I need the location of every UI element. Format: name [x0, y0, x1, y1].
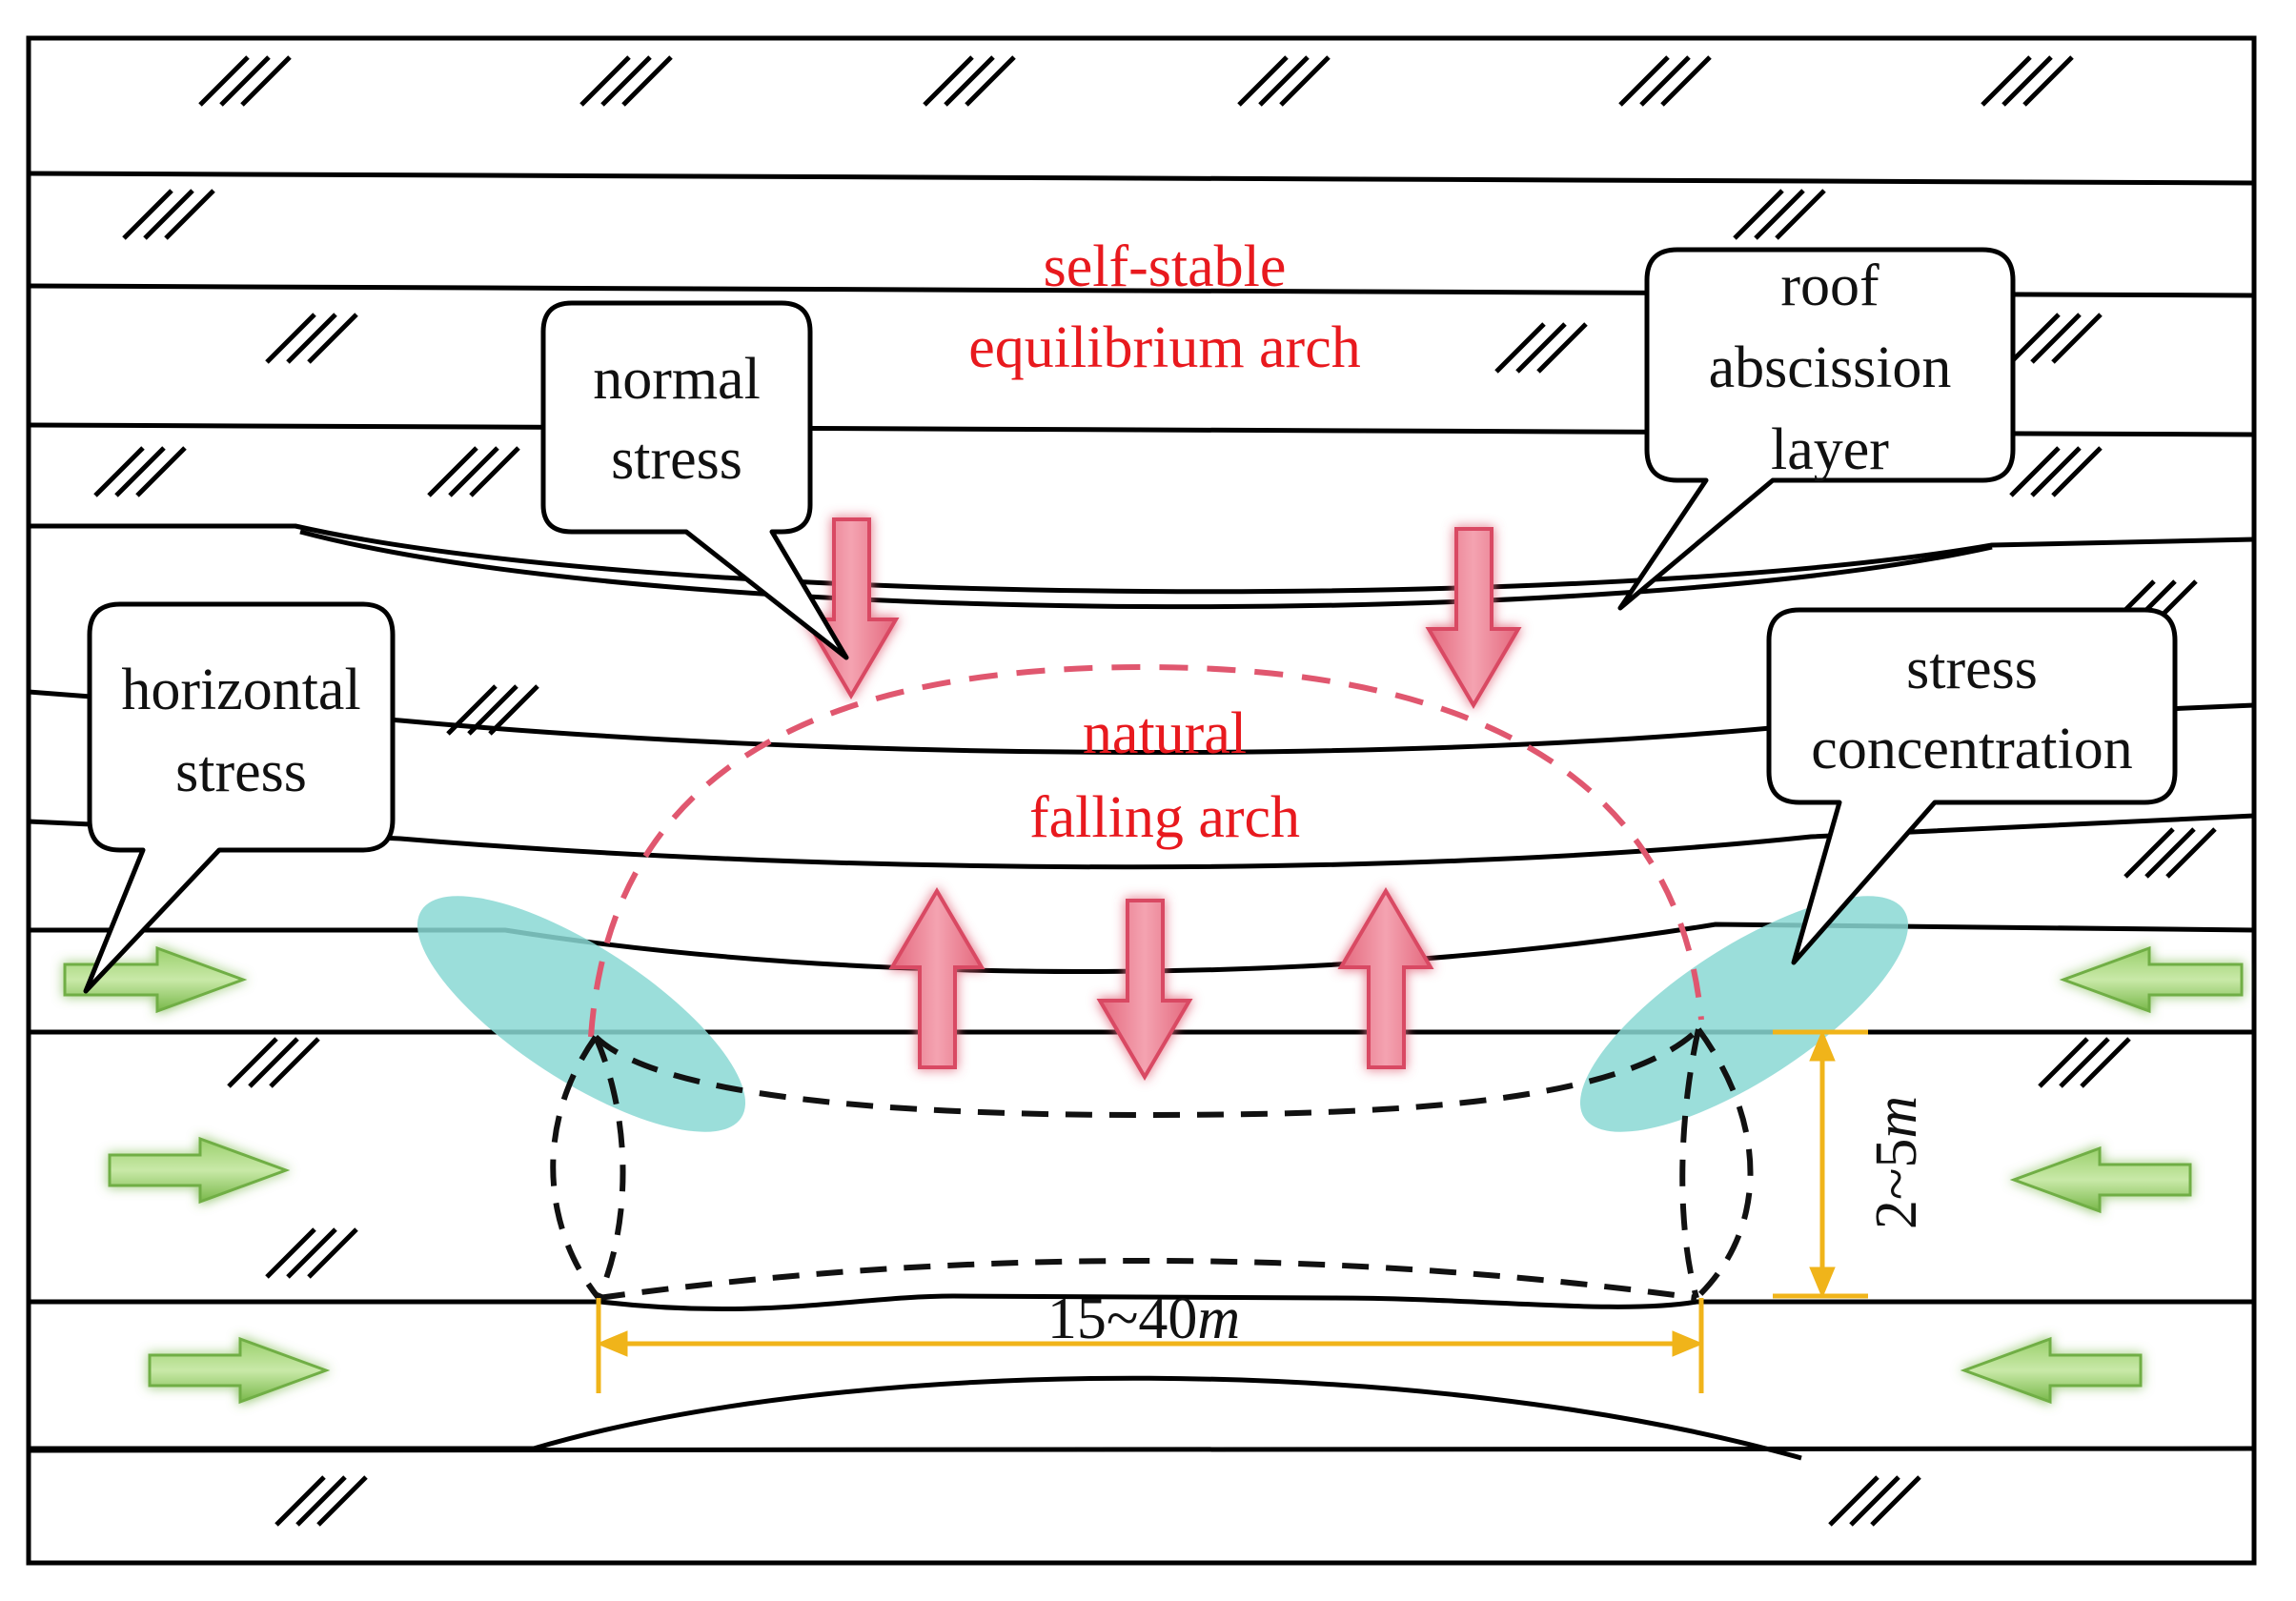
horizontal-arrow-right-3 — [1960, 1336, 2143, 1405]
height-dimension-label: 2~5m — [1864, 1096, 1929, 1229]
roof-sag-arrow-center — [1096, 899, 1193, 1081]
hatch-marks — [93, 55, 2217, 1527]
hatch-mark — [274, 1475, 368, 1527]
hatch-mark — [2009, 313, 2103, 364]
hatch-mark — [446, 684, 539, 736]
abscission-upper-curve — [299, 529, 1993, 610]
horizontal-arrow-right-1 — [2059, 945, 2244, 1014]
hatch-mark — [265, 313, 358, 364]
roof-abscission-callout — [1617, 247, 2016, 611]
horizontal-stress-label-2: stress — [175, 740, 307, 804]
hatch-mark — [579, 55, 673, 107]
roadway-right-wall-outer — [1694, 1027, 1754, 1301]
hatch-mark — [227, 1037, 320, 1088]
hatch-mark — [1733, 189, 1826, 240]
stress-concentration-zone-right — [1579, 896, 1909, 1132]
stress-concentration-label-1: stress — [1906, 637, 2038, 701]
horizontal-arrows — [63, 945, 2244, 1405]
stress-concentration-label-2: concentration — [1811, 717, 2132, 781]
natural-falling-arch — [588, 663, 1704, 1038]
hatch-mark — [122, 189, 215, 240]
natural-falling-arch-label-1: natural — [1083, 701, 1247, 766]
stratum-line-9 — [29, 1375, 1802, 1461]
height-dimension — [1773, 1029, 1868, 1299]
stress-concentration-zone-left — [417, 896, 746, 1132]
hatch-mark — [265, 1227, 358, 1279]
roadway-right-wall-inner — [1679, 1028, 1701, 1299]
stratum-line-4 — [29, 523, 2255, 595]
width-dimension — [596, 1298, 1704, 1393]
hatch-mark — [2009, 446, 2103, 497]
horizontal-arrow-left-2 — [108, 1136, 291, 1205]
normal-stress-label-2: stress — [611, 427, 742, 492]
hatch-mark — [2038, 1037, 2131, 1088]
hatch-mark — [427, 446, 520, 497]
hatch-mark — [1828, 1475, 1921, 1527]
width-dim-arrow-left — [596, 1330, 628, 1357]
sagging-strata — [28, 523, 2255, 1461]
natural-falling-arch-label-2: falling arch — [1029, 785, 1300, 850]
stratum-line-6b — [29, 922, 2255, 974]
self-stable-label-2: equilibrium arch — [968, 315, 1360, 380]
uplift-arrow-right — [1337, 887, 1434, 1069]
normal-stress-arrow-left — [803, 517, 900, 699]
stratum-line-8 — [29, 1293, 2254, 1312]
horizontal-arrow-left-3 — [148, 1336, 331, 1405]
stratum-line-5 — [28, 689, 2255, 756]
stratum-line-6 — [28, 813, 2255, 870]
stress-concentration-callout — [1766, 607, 2178, 965]
roof-abscission-label-3: layer — [1771, 417, 1889, 482]
hatch-mark — [93, 446, 187, 497]
diagram-frame — [26, 35, 2257, 1566]
hatch-mark — [198, 55, 292, 107]
uplift-arrow-left — [888, 887, 985, 1069]
hatch-mark — [1981, 55, 2074, 107]
height-dim-arrow-top — [1809, 1029, 1836, 1062]
roadway-floor-line — [598, 1258, 1697, 1301]
horizontal-arrow-left-1 — [63, 945, 248, 1014]
normal-stress-arrow-right — [1425, 527, 1522, 709]
hatch-mark — [923, 55, 1016, 107]
roadway-left-wall-inner — [593, 1035, 626, 1300]
hatch-mark — [1237, 55, 1331, 107]
horizontal-stress-label-1: horizontal — [121, 658, 360, 722]
roof-abscission-label-1: roof — [1780, 253, 1879, 318]
horizontal-arrow-right-2 — [2009, 1145, 2192, 1214]
stratum-line-1 — [28, 171, 2255, 186]
stress-arrows — [803, 517, 1522, 1081]
hatch-mark — [1618, 55, 1712, 107]
normal-stress-callout — [540, 300, 849, 660]
roadway-roof-line — [593, 1026, 1701, 1119]
hatch-mark — [1494, 322, 1588, 374]
normal-stress-label-1: normal — [593, 347, 761, 412]
horizontal-stress-callout — [83, 601, 396, 994]
roadway-outline — [550, 1026, 1754, 1301]
hatch-mark — [2123, 827, 2217, 879]
width-dimension-label: 15~40m — [1047, 1287, 1240, 1351]
width-dim-arrow-right — [1672, 1330, 1704, 1357]
height-dim-arrow-bottom — [1809, 1267, 1836, 1299]
callouts — [83, 247, 2178, 994]
self-stable-label-1: self-stable — [1044, 234, 1287, 299]
roadway-left-wall-outer — [550, 1035, 601, 1300]
roof-abscission-label-2: abscission — [1709, 335, 1952, 400]
